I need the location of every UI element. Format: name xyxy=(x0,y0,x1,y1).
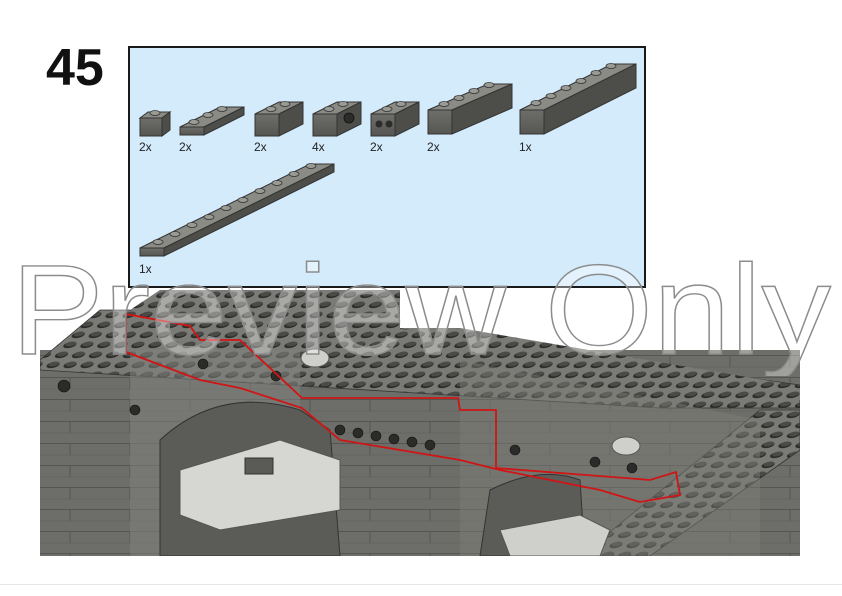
part-brick-1x1 xyxy=(138,110,172,137)
model-illustration xyxy=(40,290,800,556)
part-brick-1x2 xyxy=(254,101,304,137)
part-brick-1x4 xyxy=(427,82,513,135)
part-brick-1x6 xyxy=(519,63,637,135)
part-qty: 2x xyxy=(427,140,440,154)
part-brick-1x2-technic-hole xyxy=(312,101,362,137)
part-plate-1x10 xyxy=(139,163,335,257)
part-qty: 2x xyxy=(254,140,267,154)
step-number: 45 xyxy=(46,39,104,97)
model-render xyxy=(40,290,800,556)
part-qty: 4x xyxy=(312,140,325,154)
part-plate-1x3 xyxy=(179,106,245,136)
part-qty: 2x xyxy=(139,140,152,154)
watermark-text: Preview Only xyxy=(11,239,831,376)
new-parts-highlight xyxy=(125,313,682,503)
preview-watermark: Preview Only xyxy=(10,238,831,376)
part-qty: 1x xyxy=(519,140,532,154)
part-brick-1x2-technic-axle-holes xyxy=(370,101,420,137)
part-qty: 2x xyxy=(179,140,192,154)
parts-callout: 2x 2x 2x 4x 2x 2x 1x 1x xyxy=(128,46,646,288)
parts-illustration xyxy=(138,63,637,257)
part-qty: 1x xyxy=(139,262,152,276)
part-qty: 2x xyxy=(370,140,383,154)
page-divider xyxy=(0,584,842,585)
